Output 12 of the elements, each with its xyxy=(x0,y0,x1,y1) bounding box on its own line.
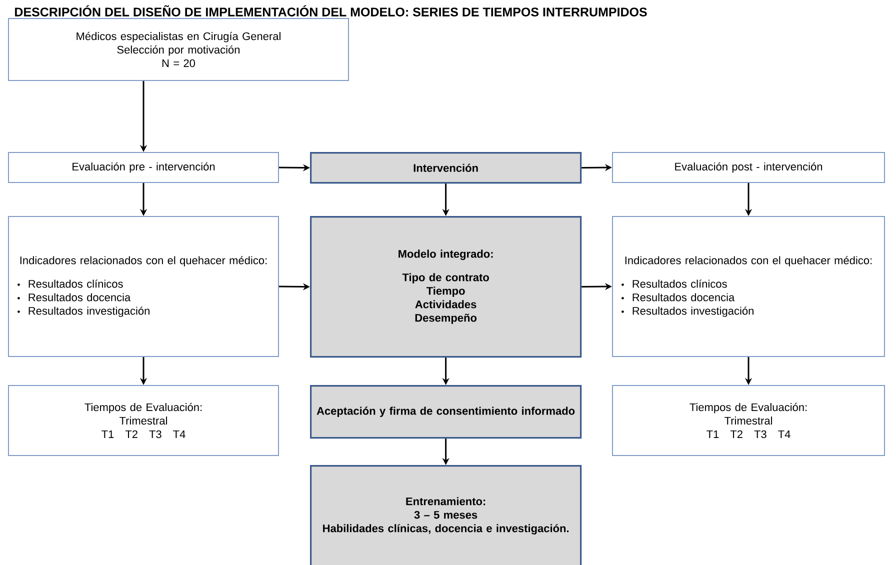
title: DESCRIPCIÓN DEL DISEÑO DE IMPLEMENTACIÓN DEL MODELO: SERIES DE TIEMPOS INTERRUMPIDOS xyxy=(15,5,647,16)
model-box: Modelo integrado: Tipo de contrato Tiempo Actividades Desempeño xyxy=(310,216,582,358)
indicator-box: Indicadores relacionados con el quehacer médico: Resultados clínicos Resultados docencia Resultados investigación xyxy=(612,216,885,357)
intervention-box: Intervención xyxy=(310,152,582,184)
training-box: Entrenamiento: 3 – 5 meses Habilidades clínicas, docencia e investigación. xyxy=(310,465,582,565)
process-box: Médicos especialistas en Cirugía General Selección por motivación N = 20 xyxy=(8,18,349,81)
process-box: Evaluación pre - intervención xyxy=(8,152,279,183)
process-box: Evaluación post - intervención xyxy=(612,152,885,183)
evaluation-times-box: Tiempos de Evaluación: Trimestral T1 T2 T3 T4 xyxy=(8,385,279,456)
indicator-box: Indicadores relacionados con el quehacer médico: Resultados clínicos Resultados docencia Resultados investigación xyxy=(8,216,279,357)
consent-box: Aceptación y firma de consentimiento informado xyxy=(310,385,582,439)
evaluation-times-box: Tiempos de Evaluación: Trimestral T1 T2 T3 T4 xyxy=(612,385,885,456)
